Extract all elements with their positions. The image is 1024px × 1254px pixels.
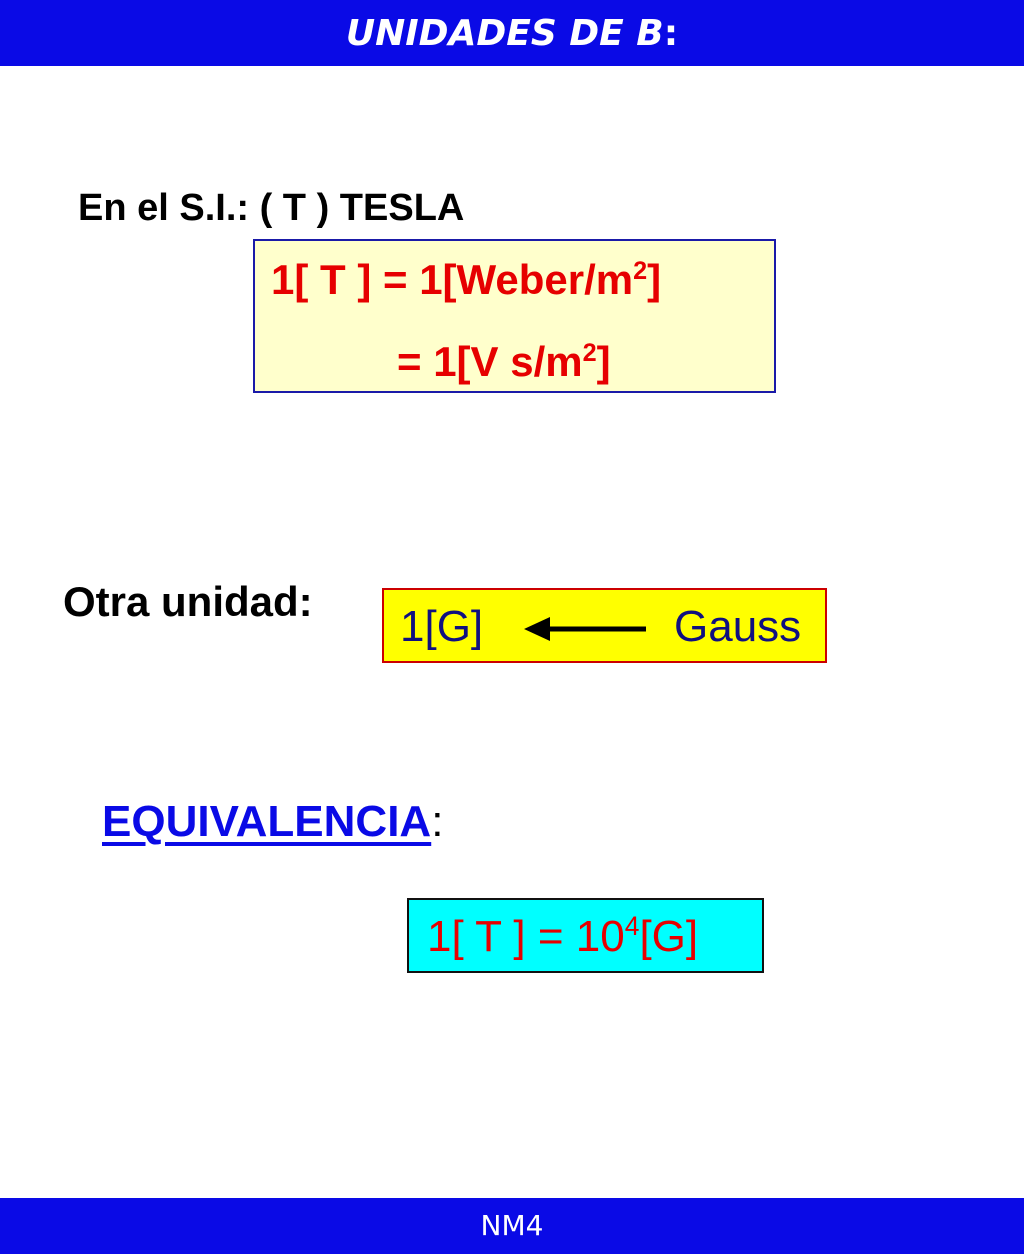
header-bar: UNIDADES DE B: [0, 0, 1024, 66]
si-unit-label: En el S.I.: ( T ) TESLA [78, 187, 465, 229]
footer-bar: NM4 [0, 1198, 1024, 1254]
equivalence-equation: 1[ T ] = 104[G] [427, 911, 699, 961]
gauss-unit-box: 1[G] Gauss [382, 588, 827, 663]
gauss-name: Gauss [674, 602, 802, 651]
page-title: UNIDADES DE B: [345, 13, 679, 54]
footer-label: NM4 [480, 1209, 544, 1242]
tesla-equation-line1: 1[ T ] = 1[Weber/m2] [271, 256, 662, 303]
other-unit-label: Otra unidad: [63, 578, 313, 625]
equivalence-box: 1[ T ] = 104[G] [407, 898, 764, 973]
gauss-symbol: 1[G] [400, 602, 484, 651]
equivalence-heading: EQUIVALENCIA: [102, 797, 444, 846]
tesla-definition-box: 1[ T ] = 1[Weber/m2] = 1[V s/m2] [253, 239, 776, 393]
left-arrow-icon [524, 617, 646, 641]
tesla-equation-line2: = 1[V s/m2] [397, 338, 611, 385]
equivalence-word: EQUIVALENCIA [102, 797, 432, 846]
